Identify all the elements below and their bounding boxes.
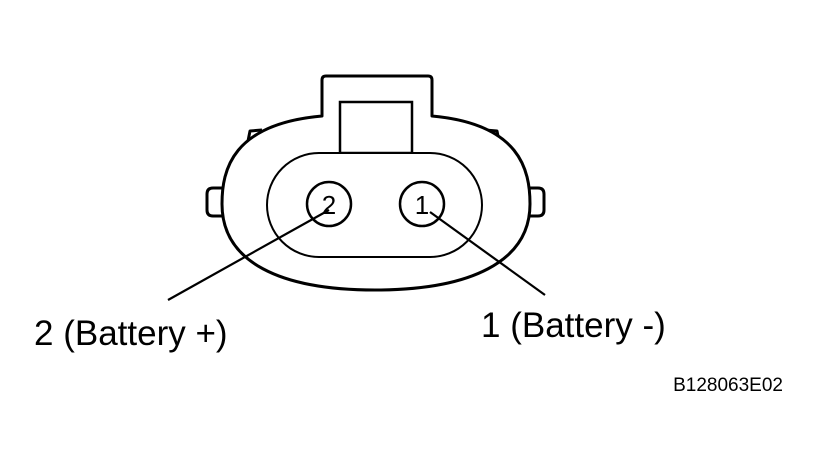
pin-1-leader-line (429, 211, 546, 296)
left-shoulder-nub (246, 128, 263, 142)
pin-2-leader-line (167, 209, 330, 301)
locking-latch (338, 100, 414, 155)
pin-2-callout-label: 2 (Battery +) (34, 314, 228, 353)
pin-2-number: 2 (322, 190, 336, 220)
terminal-cavity (266, 152, 483, 258)
pin-1-number: 1 (415, 190, 429, 220)
pin-1-callout-label: 1 (Battery -) (481, 306, 666, 345)
figure-code: B128063E02 (673, 375, 783, 396)
